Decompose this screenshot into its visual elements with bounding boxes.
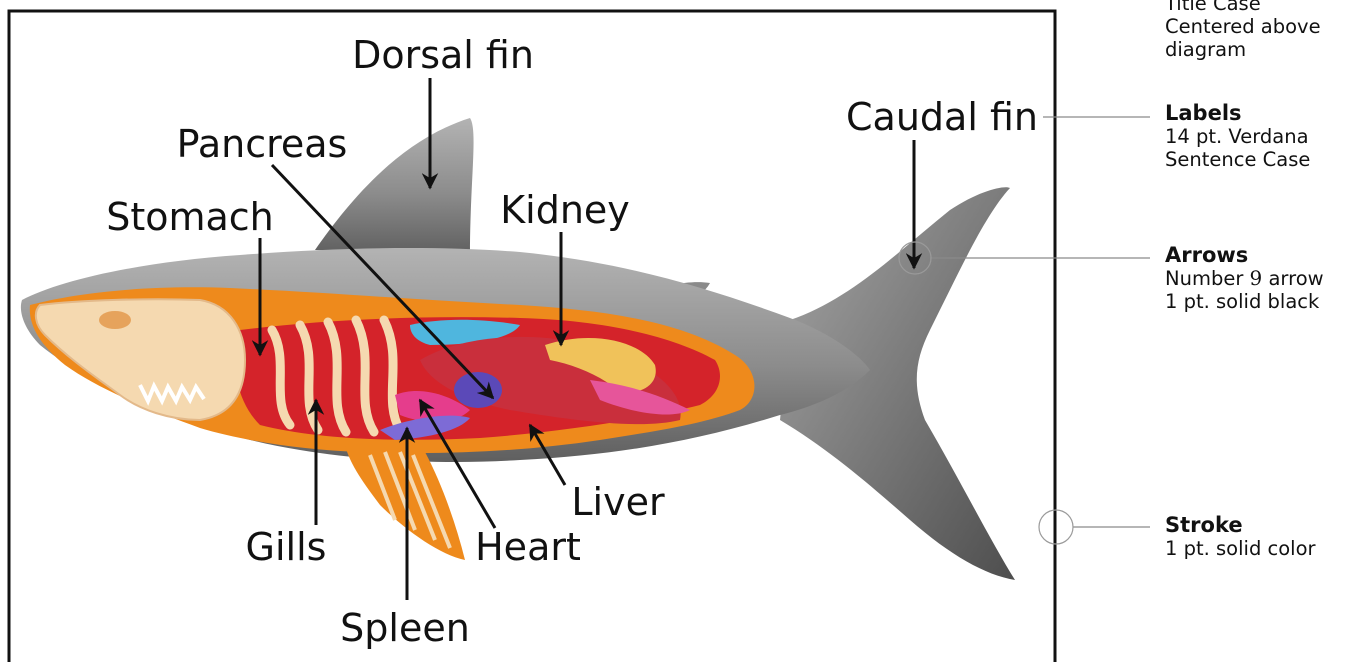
label-dorsal-fin: Dorsal fin — [352, 33, 534, 77]
stroke-spec-note: Stroke 1 pt. solid color — [1165, 514, 1316, 560]
label-caudal-fin: Caudal fin — [846, 95, 1038, 139]
labels-spec-line1: 14 pt. Verdana — [1165, 125, 1310, 148]
label-spleen: Spleen — [340, 606, 470, 650]
title-spec-line3: diagram — [1165, 38, 1321, 61]
eye-socket-shape — [99, 311, 131, 329]
label-liver: Liver — [571, 480, 665, 524]
title-spec-note: Title Case Centered above diagram — [1165, 0, 1321, 61]
title-spec-line1: Title Case — [1165, 0, 1321, 15]
arrows-spec-note: Arrows Number 9 arrow 1 pt. solid black — [1165, 244, 1324, 313]
label-kidney: Kidney — [500, 188, 630, 232]
stroke-spec-heading: Stroke — [1165, 514, 1316, 537]
arrows-spec-line2: 1 pt. solid black — [1165, 290, 1324, 313]
title-spec-line2: Centered above — [1165, 15, 1321, 38]
label-heart: Heart — [475, 525, 581, 569]
pancreas-organ-shape — [454, 372, 502, 408]
label-gills: Gills — [246, 525, 327, 569]
arrows-spec-heading: Arrows — [1165, 244, 1324, 267]
labels-spec-line2: Sentence Case — [1165, 148, 1310, 171]
arrows-spec-line1-suffix: arrow — [1262, 267, 1323, 290]
arrows-spec-line1: Number 9 arrow — [1165, 267, 1324, 290]
labels-spec-note: Labels 14 pt. Verdana Sentence Case — [1165, 102, 1310, 171]
label-stomach: Stomach — [106, 195, 274, 239]
stroke-spec-line1: 1 pt. solid color — [1165, 537, 1316, 560]
arrows-spec-line1-digit: 9 — [1250, 266, 1263, 290]
label-pancreas: Pancreas — [177, 122, 348, 166]
labels-spec-heading: Labels — [1165, 102, 1310, 125]
arrows-spec-line1-prefix: Number — [1165, 267, 1250, 290]
